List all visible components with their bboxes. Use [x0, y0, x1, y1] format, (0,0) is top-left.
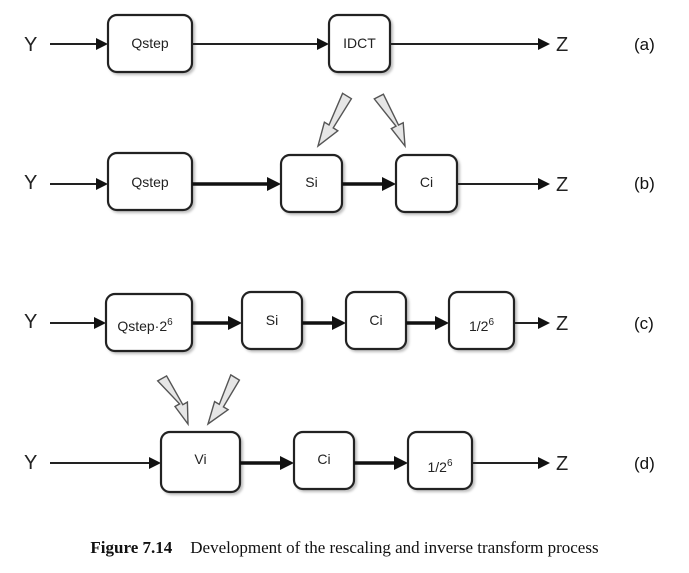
- figure-caption-text: Development of the rescaling and inverse…: [190, 538, 599, 557]
- expand-arrow-to-ci: [373, 93, 406, 149]
- row-label-c: (c): [634, 314, 654, 333]
- arrowhead: [317, 38, 329, 50]
- figure-caption: Figure 7.14 Development of the rescaling …: [0, 538, 689, 558]
- block-si-c-label: Si: [266, 312, 278, 328]
- arrowhead: [538, 317, 550, 329]
- block-idct-a-label: IDCT: [343, 35, 376, 51]
- block-ci-d: [292, 430, 356, 491]
- row-label-a: (a): [634, 35, 655, 54]
- output-z-a: Z: [556, 34, 568, 56]
- output-z-c: Z: [556, 313, 568, 335]
- block-qstep-b: [106, 151, 194, 212]
- input-y-b: Y: [24, 172, 37, 194]
- arrowhead: [538, 457, 550, 469]
- arrowhead: [96, 178, 108, 190]
- output-z-b: Z: [556, 174, 568, 196]
- input-y-d: Y: [24, 452, 37, 474]
- figure-number: Figure 7.14: [90, 538, 173, 557]
- block-scale-c: [447, 290, 516, 351]
- arrowhead: [228, 316, 242, 330]
- block-qstep-a-label: Qstep: [131, 35, 169, 51]
- block-ci-d-label: Ci: [317, 451, 330, 467]
- block-qstep-b-label: Qstep: [131, 174, 169, 190]
- merge-arrow-from-qstep: [156, 374, 189, 427]
- merge-arrow-from-si: [206, 373, 241, 426]
- expand-arrow-to-si: [316, 92, 353, 148]
- block-scale-d-label: 1/26: [427, 458, 452, 475]
- input-y-c: Y: [24, 311, 37, 333]
- arrowhead: [280, 456, 294, 470]
- arrowhead: [267, 177, 281, 191]
- block-scale-c-label: 1/26: [469, 317, 494, 334]
- arrowhead: [394, 456, 408, 470]
- output-z-d: Z: [556, 453, 568, 475]
- arrowhead: [332, 316, 346, 330]
- block-ci-c-label: Ci: [369, 312, 382, 328]
- block-scale-d: [406, 430, 474, 491]
- arrowhead: [94, 317, 106, 329]
- block-ci-b-label: Ci: [420, 174, 433, 190]
- arrowhead: [538, 178, 550, 190]
- arrowhead: [96, 38, 108, 50]
- row-label-b: (b): [634, 174, 655, 193]
- arrowhead: [538, 38, 550, 50]
- block-ci-c: [344, 290, 408, 351]
- arrowhead: [382, 177, 396, 191]
- block-vi-d-label: Vi: [194, 451, 206, 467]
- arrowhead: [149, 457, 161, 469]
- input-y-a: Y: [24, 34, 37, 56]
- block-si-b-label: Si: [305, 174, 317, 190]
- arrowhead: [435, 316, 449, 330]
- row-label-d: (d): [634, 454, 655, 473]
- block-si-c: [240, 290, 304, 351]
- block-qstep2e6-c-label: Qstep·26: [117, 317, 173, 334]
